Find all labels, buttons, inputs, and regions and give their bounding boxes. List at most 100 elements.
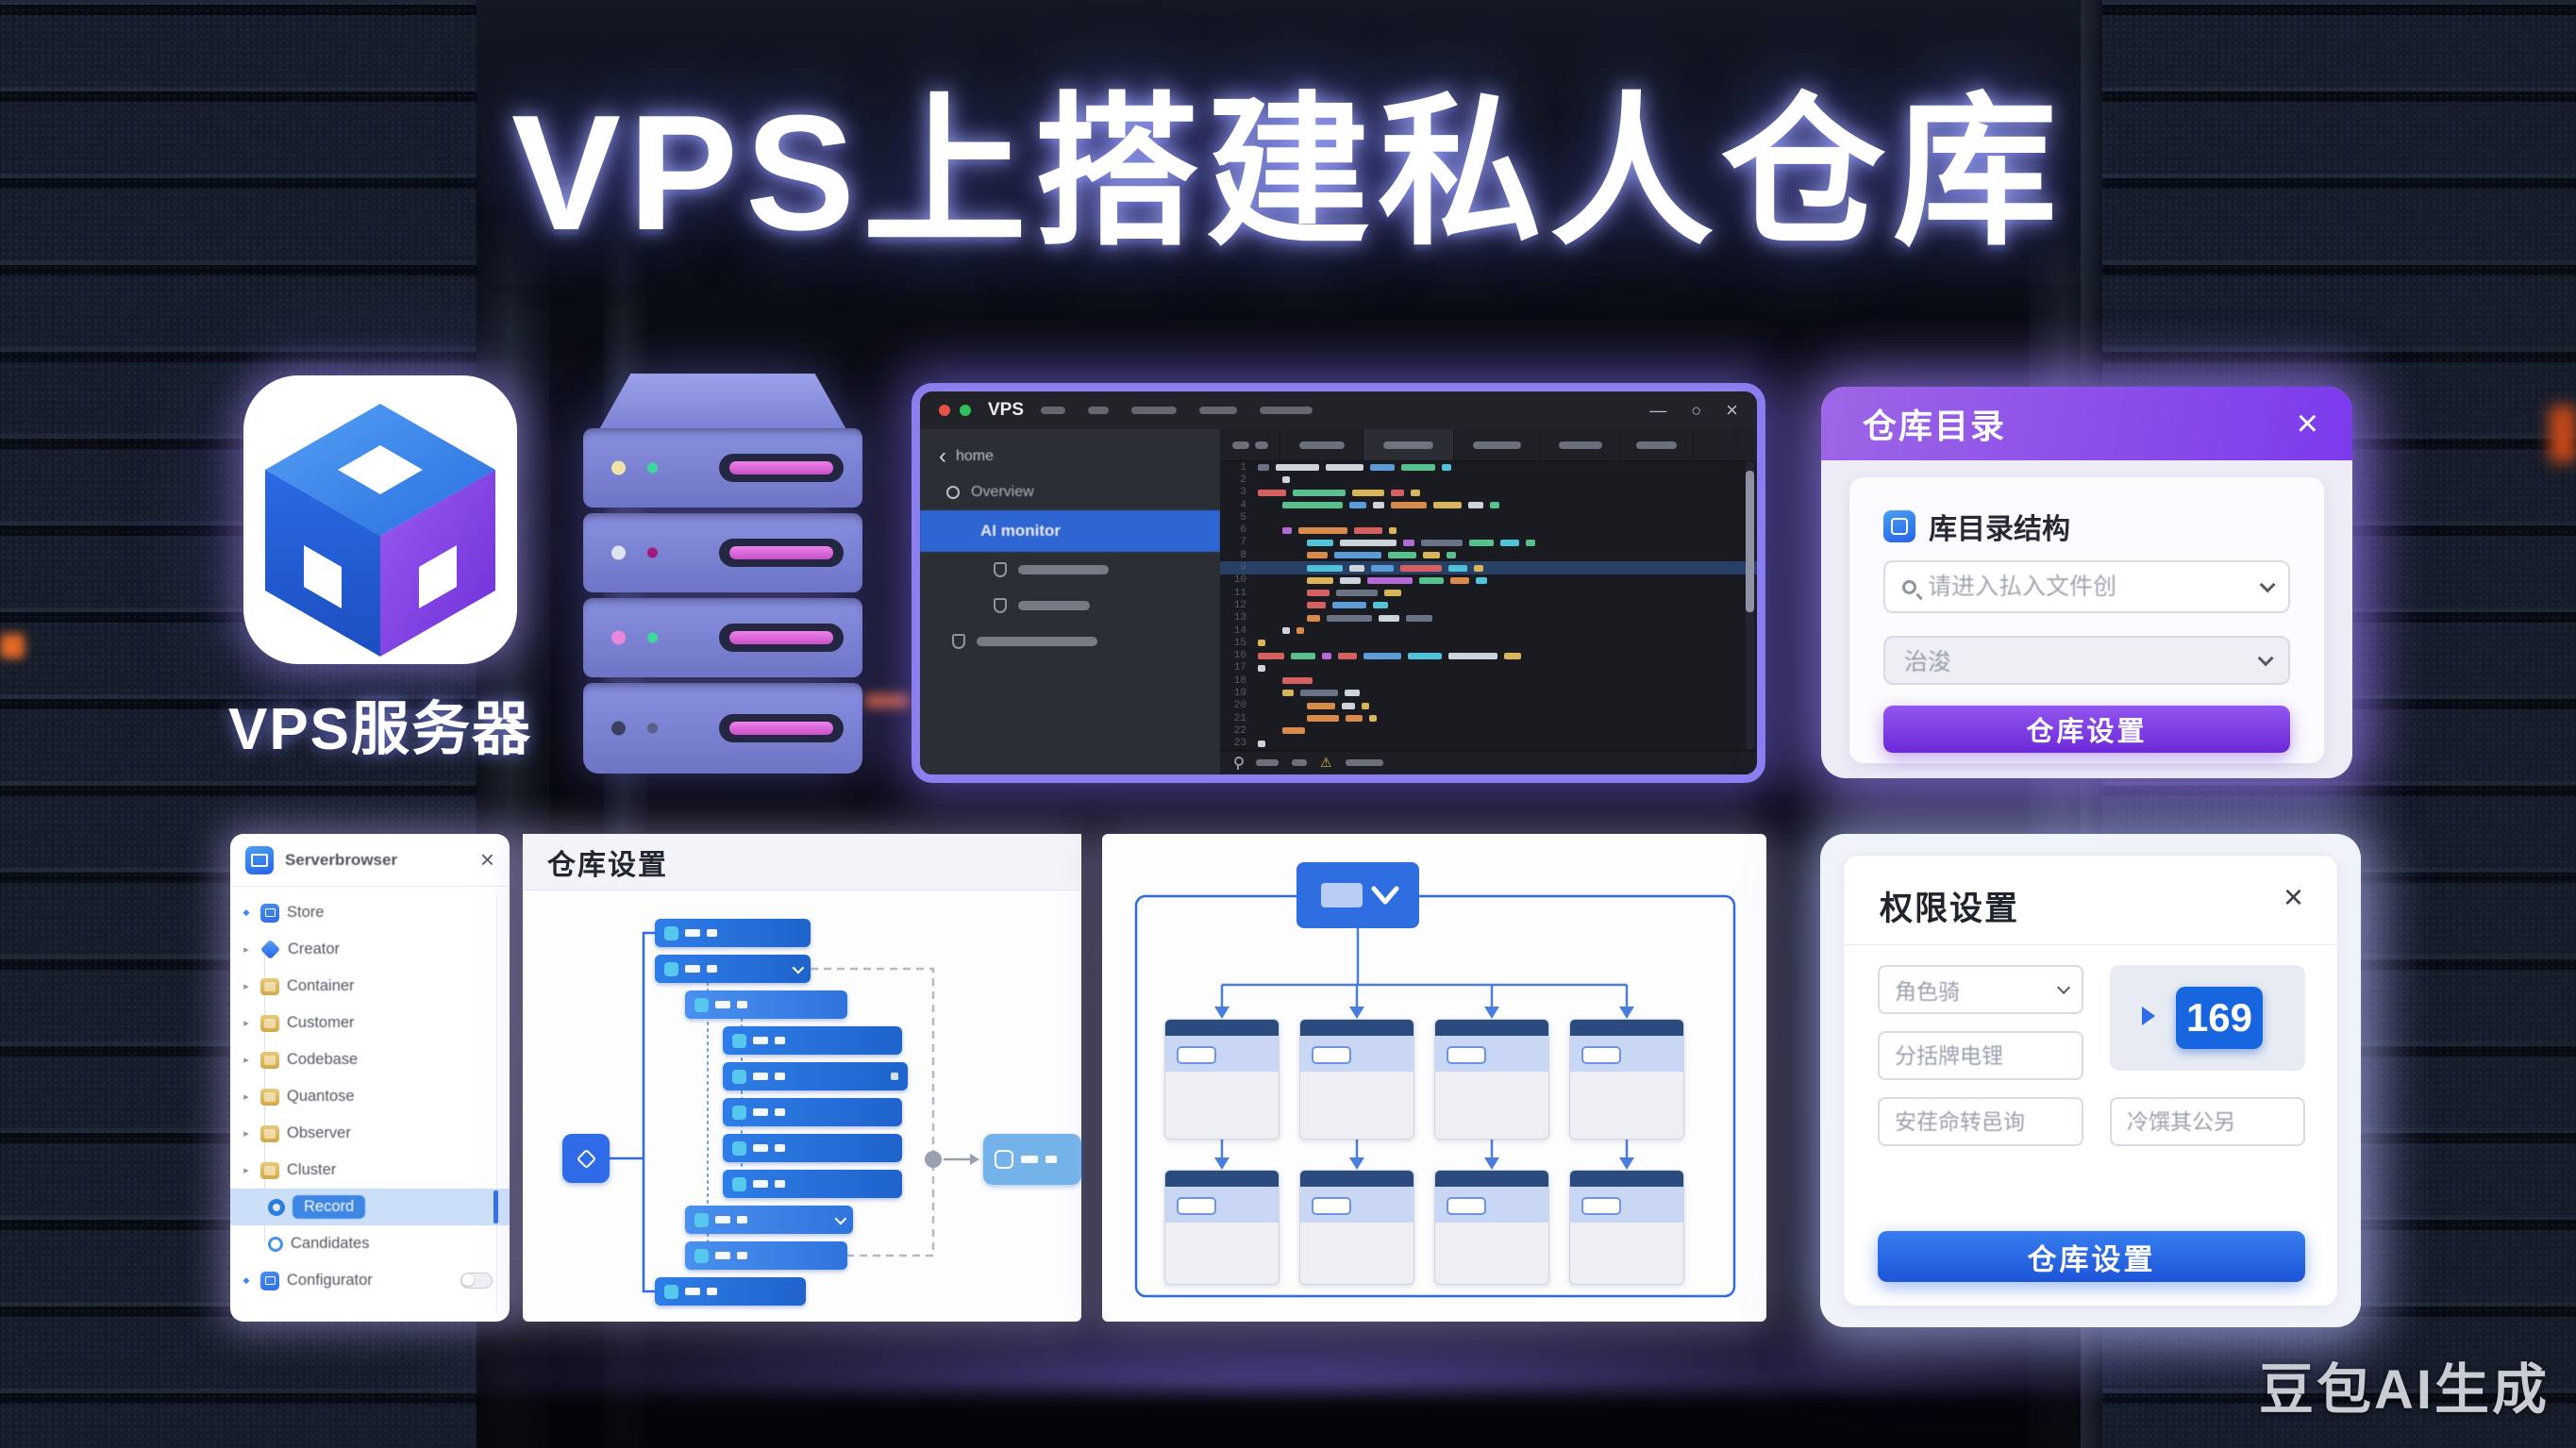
editor-tab[interactable] bbox=[1541, 429, 1620, 460]
expand-caret-icon[interactable]: ▸ bbox=[243, 944, 249, 956]
tree-item-store[interactable]: ◆Store bbox=[230, 894, 510, 931]
catalog-title: 仓库目录 bbox=[1863, 407, 2007, 445]
toggle-switch[interactable] bbox=[460, 1273, 493, 1289]
tree-item-configurator[interactable]: ◆ Configurator bbox=[230, 1262, 510, 1299]
table-card[interactable] bbox=[1164, 1170, 1280, 1285]
mindmap-bar[interactable] bbox=[723, 1134, 902, 1162]
role-select[interactable]: 角色骑 bbox=[1878, 965, 2083, 1014]
close-icon[interactable]: × bbox=[2296, 403, 2318, 444]
table-card[interactable] bbox=[1569, 1019, 1684, 1140]
close-icon[interactable]: × bbox=[479, 845, 494, 874]
perm-field-4[interactable] bbox=[2110, 1097, 2305, 1146]
chevron-down-icon[interactable] bbox=[792, 961, 805, 974]
chevron-down-icon[interactable] bbox=[834, 1212, 847, 1224]
mindmap-bar[interactable] bbox=[655, 1277, 806, 1306]
table-card[interactable] bbox=[1299, 1170, 1414, 1285]
sidebar-item-repository[interactable] bbox=[920, 624, 1220, 659]
mindmap-bar[interactable] bbox=[655, 919, 811, 947]
sidebar-item-overview[interactable]: Overview bbox=[920, 474, 1220, 510]
warning-icon[interactable]: ⚠ bbox=[1320, 755, 1332, 770]
expand-caret-icon[interactable]: ▸ bbox=[243, 1165, 249, 1176]
mindmap-bar[interactable] bbox=[723, 1062, 908, 1090]
tree-item-candidates[interactable]: Candidates bbox=[230, 1225, 510, 1262]
expand-marker-icon[interactable]: ◆ bbox=[243, 907, 250, 917]
perm-input-3[interactable] bbox=[1895, 1108, 2066, 1135]
expand-caret-icon[interactable]: ▸ bbox=[243, 1091, 249, 1103]
expand-caret-icon[interactable]: ▸ bbox=[243, 1018, 249, 1029]
mindmap-output-node[interactable] bbox=[983, 1134, 1081, 1185]
search-input[interactable] bbox=[1928, 573, 2249, 601]
mindmap-bar[interactable] bbox=[723, 1098, 902, 1126]
editor-tab[interactable] bbox=[1280, 429, 1363, 460]
tree-item-cluster[interactable]: ▸Cluster bbox=[230, 1152, 510, 1189]
editor-tab[interactable] bbox=[1454, 429, 1541, 460]
tree-item-container[interactable]: ▸Container bbox=[230, 968, 510, 1005]
mindmap-bar[interactable] bbox=[723, 1170, 902, 1198]
scrollbar-thumb[interactable] bbox=[1746, 471, 1754, 612]
close-icon[interactable]: × bbox=[1726, 398, 1738, 422]
table-card[interactable] bbox=[1434, 1019, 1549, 1140]
mindmap-root-node[interactable] bbox=[562, 1134, 610, 1183]
editor-tab[interactable] bbox=[1363, 429, 1454, 460]
maximize-icon[interactable]: ○ bbox=[1691, 400, 1702, 420]
tree-item-codebase[interactable]: ▸Codebase bbox=[230, 1041, 510, 1078]
mindmap-bar[interactable] bbox=[685, 990, 847, 1019]
card-subheader bbox=[1435, 1187, 1548, 1223]
table-card[interactable] bbox=[1299, 1019, 1414, 1140]
mindmap-bar[interactable] bbox=[685, 1241, 847, 1270]
mindmap-bar[interactable] bbox=[685, 1206, 853, 1234]
chevron-down-icon[interactable] bbox=[2259, 576, 2276, 593]
menu-item-bar[interactable] bbox=[1041, 407, 1066, 414]
code-line: 23 bbox=[1220, 738, 1757, 750]
expand-marker-icon[interactable]: ◆ bbox=[243, 1275, 250, 1285]
tree-item-label: Configurator bbox=[287, 1272, 373, 1289]
tree-item-record[interactable]: Record bbox=[230, 1189, 510, 1225]
tree-item-observer[interactable]: ▸Observer bbox=[230, 1115, 510, 1152]
catalog-select[interactable]: 治浚 bbox=[1883, 636, 2290, 685]
sidebar-back-item[interactable]: ‹ home bbox=[920, 439, 1220, 474]
app-name: VPS bbox=[988, 400, 1025, 420]
editor-tab[interactable] bbox=[1620, 429, 1694, 460]
code-line: 13 bbox=[1220, 612, 1757, 624]
perm-field-2[interactable] bbox=[1878, 1031, 2083, 1080]
menu-item-bar[interactable] bbox=[1199, 407, 1238, 414]
server-unit bbox=[583, 598, 862, 677]
code-token bbox=[1526, 539, 1535, 546]
menu-item-bar[interactable] bbox=[1088, 407, 1110, 414]
menu-item-bar[interactable] bbox=[1260, 407, 1313, 414]
expand-caret-icon[interactable]: ▸ bbox=[243, 1055, 249, 1066]
perm-field-3[interactable] bbox=[1878, 1097, 2083, 1146]
minimize-icon[interactable]: — bbox=[1649, 400, 1667, 420]
selection-accent bbox=[493, 1190, 498, 1223]
menu-item-bar[interactable] bbox=[1131, 407, 1178, 414]
catalog-search-field[interactable] bbox=[1883, 560, 2290, 613]
close-traffic-light[interactable] bbox=[939, 405, 950, 416]
git-branch-icon[interactable] bbox=[1233, 756, 1244, 770]
table-card[interactable] bbox=[1569, 1170, 1684, 1285]
perm-input-4[interactable] bbox=[2127, 1108, 2288, 1135]
perm-input-2[interactable] bbox=[1895, 1042, 2066, 1069]
mindmap-bar[interactable] bbox=[655, 955, 811, 983]
code-token bbox=[1258, 489, 1286, 496]
close-icon[interactable]: × bbox=[2283, 877, 2303, 916]
tree-item-quantose[interactable]: ▸Quantose bbox=[230, 1078, 510, 1115]
mindmap-bar[interactable] bbox=[723, 1026, 902, 1055]
sidebar-item-selected[interactable]: AI monitor bbox=[920, 510, 1220, 552]
repo-settings-button[interactable]: 仓库设置 bbox=[1883, 706, 2290, 753]
expand-caret-icon[interactable]: ▸ bbox=[243, 981, 249, 992]
tree-item-customer[interactable]: ▸Customer bbox=[230, 1005, 510, 1041]
expand-caret-icon[interactable]: ▸ bbox=[243, 1128, 249, 1140]
table-card[interactable] bbox=[1434, 1170, 1549, 1285]
tree-item-creator[interactable]: ▸Creator bbox=[230, 931, 510, 968]
sidebar-sub-item[interactable] bbox=[920, 588, 1220, 624]
card-subheader bbox=[1165, 1036, 1279, 1072]
line-number: 21 bbox=[1233, 712, 1246, 724]
tab-mini[interactable] bbox=[1220, 429, 1280, 460]
table-card[interactable] bbox=[1164, 1019, 1280, 1140]
code-tokens bbox=[1258, 489, 1420, 496]
repo-settings-button[interactable]: 仓库设置 bbox=[1878, 1231, 2305, 1282]
code-token bbox=[1342, 702, 1355, 709]
maximize-traffic-light[interactable] bbox=[960, 405, 971, 416]
sidebar-sub-item[interactable] bbox=[920, 552, 1220, 588]
